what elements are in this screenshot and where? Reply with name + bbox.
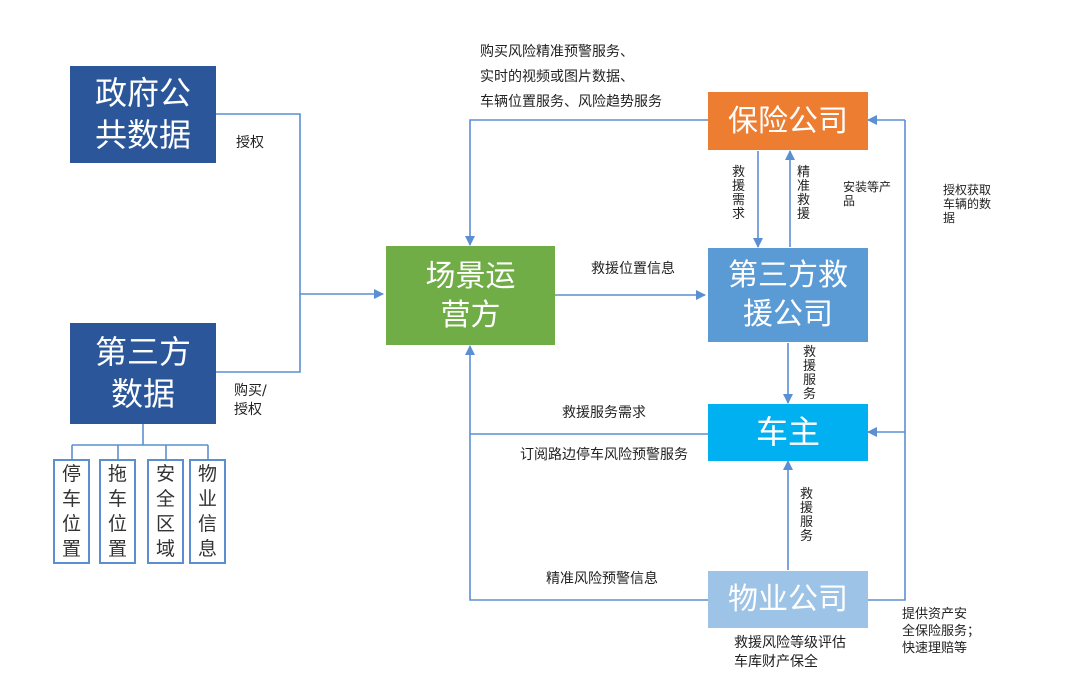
label-auth-vehicle-data-3: 据 (943, 211, 956, 225)
label-insurance-services-3: 快速理赔等 (902, 641, 968, 656)
sub-box-safe-area: 安全区域 (147, 459, 184, 564)
label-rescue-location: 救援位置信息 (591, 261, 675, 277)
node-third-party-data-label: 第三方数据 (94, 332, 191, 413)
node-car-owner-label: 车主 (755, 412, 820, 451)
label-rescue-service-lower: 救援服务 (800, 487, 814, 544)
label-subscribe-warning: 订阅路边停车风险预警服务 (520, 447, 688, 463)
edge-third-to-operator (216, 294, 301, 373)
node-insurance-company: 保险公司 (708, 92, 868, 150)
label-install-products-2: 品 (843, 194, 856, 208)
edge-gov-to-operator (216, 113, 384, 299)
label-rescue-service-upper: 救援服务 (803, 345, 817, 402)
node-scenario-operator: 场景运营方 (386, 246, 555, 345)
label-buy-auth-2: 授权 (234, 402, 262, 418)
sub-box-property-info: 物业信息 (189, 459, 226, 564)
label-auth-vehicle-data-2: 车辆的数 (943, 197, 992, 211)
node-car-owner: 车主 (708, 404, 868, 461)
edge-third-to-subs (71, 424, 209, 459)
sub-box-parking-location: 停车位置 (53, 459, 90, 564)
label-insurance-services-1: 提供资产安 (902, 607, 968, 622)
label-buy-auth-1: 购买/ (234, 383, 267, 399)
label-property-bottom-2: 车库财产保全 (734, 654, 818, 670)
node-third-party-rescue-label: 第三方救援公司 (728, 258, 848, 332)
node-scenario-operator-label: 场景运营方 (425, 258, 516, 333)
node-insurance-company-label: 保险公司 (728, 103, 848, 139)
sub-box-tow-location: 拖车位置 (99, 459, 136, 564)
node-gov-public-data-label: 政府公共数据 (94, 73, 191, 154)
label-top-services-3: 车辆位置服务、风险趋势服务 (480, 94, 662, 110)
node-gov-public-data: 政府公共数据 (70, 66, 216, 163)
node-property-company-label: 物业公司 (728, 582, 848, 617)
label-rescue-service-demand: 救援服务需求 (562, 405, 646, 421)
label-top-services-2: 实时的视频或图片数据、 (480, 69, 634, 85)
node-property-company: 物业公司 (708, 571, 868, 628)
label-property-bottom-1: 救援风险等级评估 (734, 635, 846, 651)
node-third-party-rescue: 第三方救援公司 (708, 248, 868, 342)
label-auth-vehicle-data-1: 授权获取 (943, 183, 992, 197)
label-precise-rescue: 精准救援 (797, 165, 811, 222)
label-install-products-1: 安装等产 (843, 180, 892, 194)
node-third-party-data: 第三方数据 (70, 323, 216, 424)
label-top-services-1: 购买风险精准预警服务、 (480, 44, 634, 60)
label-precise-warning-info: 精准风险预警信息 (546, 571, 658, 587)
edge-property-to-operator (469, 434, 708, 601)
edge-insurance-to-operator (465, 119, 708, 246)
label-insurance-services-2: 全保险服务； (902, 624, 981, 639)
label-rescue-need: 救援需求 (732, 165, 746, 222)
label-gov-auth: 授权 (236, 135, 264, 151)
edge-right-bus (868, 120, 906, 601)
